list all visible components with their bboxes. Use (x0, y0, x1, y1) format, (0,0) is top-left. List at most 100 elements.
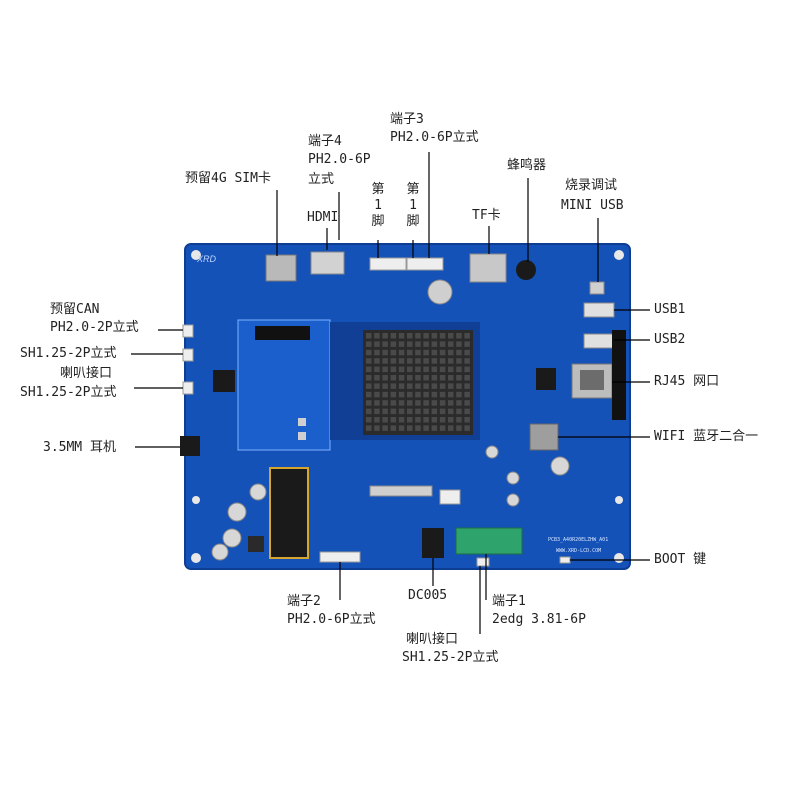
heatsink-fin (390, 391, 397, 398)
heatsink-fin (382, 366, 388, 373)
heatsink-fin (448, 417, 454, 423)
heatsink-fin (382, 349, 388, 356)
heatsink-fin (366, 400, 372, 406)
label-sh1: SH1.25-2P立式 (20, 346, 117, 361)
heatsink-fin (439, 333, 446, 339)
heatsink-fin (366, 383, 372, 389)
hdmi-port (310, 251, 345, 275)
heatsink-fin (398, 383, 405, 389)
heatsink-fin (382, 391, 388, 398)
heatsink-fin (448, 341, 454, 347)
buzzer-part (516, 260, 536, 280)
heatsink-fin (448, 358, 454, 364)
heatsink-fin (366, 349, 372, 356)
label-terminal-3-spec: PH2.0-6P立式 (390, 130, 479, 145)
capacitor (211, 543, 229, 561)
dc-jack (422, 528, 444, 558)
pcb-code: PCB3_A40R20ELZHW_A01 (548, 537, 608, 543)
heatsink-fin (407, 341, 413, 347)
heatsink-fin (415, 366, 421, 373)
heatsink-fin (431, 349, 438, 356)
label-usb1: USB1 (654, 302, 686, 317)
terminal-3-connector (406, 257, 444, 271)
heatsink-fin (366, 391, 372, 398)
heatsink-fin (464, 383, 470, 389)
label-terminal-3-title: 端子3 (390, 112, 424, 127)
heatsink-fin (374, 391, 380, 398)
mount-hole (614, 250, 624, 260)
capacitor (506, 471, 520, 485)
heatsink-fin (374, 333, 380, 339)
heatsink-fin (390, 349, 397, 356)
heatsink-fin (423, 383, 429, 389)
heatsink-fin (374, 349, 380, 356)
heatsink-fin (415, 425, 421, 431)
heatsink-fin (390, 358, 397, 364)
heatsink-fin (407, 358, 413, 364)
heatsink-fin (415, 383, 421, 389)
pad (298, 432, 306, 440)
heatsink-fin (382, 358, 388, 364)
heatsink-fin (423, 408, 429, 415)
heatsink-fin (374, 366, 380, 373)
label-sim: 预留4G SIM卡 (185, 171, 271, 186)
white-connector (439, 489, 461, 505)
tf-slot (469, 253, 507, 283)
capacitor (550, 456, 570, 476)
heatsink-fin (382, 417, 388, 423)
label-terminal-2-spec: PH2.0-6P立式 (287, 612, 376, 627)
heatsink-fin (431, 341, 438, 347)
heatsink-fin (374, 425, 380, 431)
heatsink-fin (439, 408, 446, 415)
capacitor (227, 502, 247, 522)
label-boot: BOOT 键 (654, 552, 707, 567)
heatsink-fin (398, 417, 405, 423)
heatsink-fin (382, 375, 388, 381)
label-terminal-4-title: 端子4 (308, 134, 342, 149)
mount-hole (192, 496, 200, 504)
heatsink-fin (366, 333, 372, 339)
heatsink-fin (439, 417, 446, 423)
terminal-4-connector (369, 257, 407, 271)
heatsink-fin (407, 417, 413, 423)
board-logo: XRD (196, 254, 217, 264)
heatsink-fin (439, 349, 446, 356)
label-buzzer: 蜂鸣器 (507, 158, 547, 173)
heatsink-fin (390, 425, 397, 431)
heatsink-fin (398, 341, 405, 347)
label-usb2: USB2 (654, 332, 686, 347)
label-can-spec: PH2.0-2P立式 (50, 320, 139, 335)
heatsink-fin (390, 375, 397, 381)
heatsink-fin (464, 366, 470, 373)
board-url: WWW.XRD-LCD.COM (556, 548, 601, 554)
heatsink-fin (439, 375, 446, 381)
heatsink-fin (382, 400, 388, 406)
mount-hole (191, 250, 201, 260)
heatsink-fin (366, 341, 372, 347)
heatsink-fin (390, 417, 397, 423)
heatsink-fin (423, 333, 429, 339)
heatsink-fin (439, 358, 446, 364)
label-speaker-bottom-spec: SH1.25-2P立式 (402, 650, 499, 665)
heatsink-fin (415, 333, 421, 339)
heatsink-fin (456, 383, 462, 389)
heatsink-fin (382, 425, 388, 431)
capacitor (222, 528, 242, 548)
terminal-2-connector (319, 551, 361, 563)
heatsink-fin (431, 417, 438, 423)
heatsink-fin (374, 383, 380, 389)
chip (536, 368, 556, 390)
heatsink-fin (398, 400, 405, 406)
heatsink-fin (456, 366, 462, 373)
heatsink-fin (407, 333, 413, 339)
mini-usb-port (589, 281, 605, 295)
heatsink-fin (464, 425, 470, 431)
coin-cell (427, 279, 453, 305)
label-hdmi: HDMI (307, 210, 339, 225)
heatsink-fin (407, 383, 413, 389)
label-speaker-left-title: 喇叭接口 (60, 366, 113, 381)
heatsink-fin (423, 400, 429, 406)
pad (298, 418, 306, 426)
lcd-connector (269, 467, 309, 559)
